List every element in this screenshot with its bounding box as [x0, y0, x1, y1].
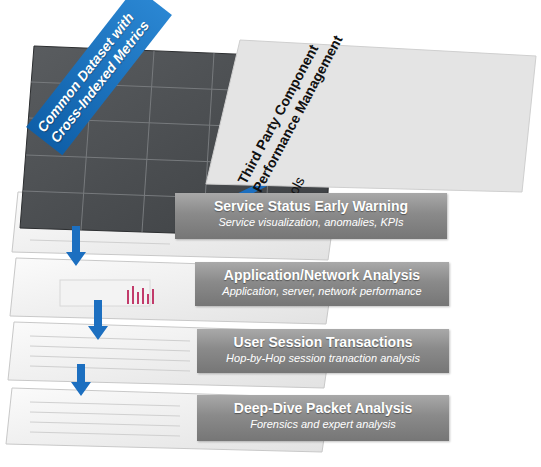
down-arrow [88, 300, 108, 340]
banner-title: Deep-Dive Packet Analysis [203, 400, 443, 417]
layer-banner: User Session TransactionsHop-by-Hop sess… [197, 329, 449, 373]
banner-subtitle: Service visualization, anomalies, KPIs [181, 215, 441, 229]
banner-title: User Session Transactions [203, 334, 443, 351]
layer-banner: Application/Network AnalysisApplication,… [195, 262, 449, 306]
banner-subtitle: Application, server, network performance [201, 284, 443, 298]
tools-panel: Third Party Component Performance Manage… [198, 38, 538, 196]
layer-banner: Deep-Dive Packet AnalysisForensics and e… [197, 395, 449, 441]
chart-area [60, 280, 150, 306]
bar-marks [128, 286, 153, 304]
layer-banner: Service Status Early WarningService visu… [175, 193, 447, 239]
banner-title: Application/Network Analysis [201, 267, 443, 284]
banner-subtitle: Hop-by-Hop session tranaction analysis [203, 351, 443, 365]
banner-title: Service Status Early Warning [181, 198, 441, 215]
down-arrow [66, 226, 86, 266]
banner-subtitle: Forensics and expert analysis [203, 417, 443, 431]
down-arrow [71, 364, 91, 396]
